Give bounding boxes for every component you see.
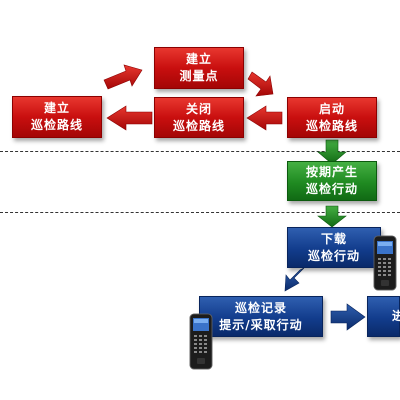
schedule-label: 按期产生 巡检行动 (305, 165, 358, 196)
start-route-box: 启动 巡检路线 (287, 97, 377, 138)
arrow-to-next (330, 303, 366, 331)
close-route-box: 关闭 巡检路线 (154, 97, 244, 138)
arrow-to-record (284, 267, 305, 292)
divider-bottom (0, 212, 400, 213)
divider-top (0, 151, 400, 152)
arrow-to-download (317, 205, 347, 228)
download-box: 下载 巡检行动 (287, 227, 381, 268)
next-box-partial: 进 (367, 296, 400, 337)
next-partial-label: 进 (391, 309, 400, 323)
schedule-box: 按期产生 巡检行动 (287, 161, 377, 201)
build-point-label: 建立 测量点 (179, 52, 219, 83)
record-box: 巡检记录 提示/采取行动 (199, 296, 323, 337)
download-label: 下载 巡检行动 (307, 231, 360, 263)
record-label: 巡检记录 提示/采取行动 (219, 300, 303, 332)
build-point-box: 建立 测量点 (154, 47, 244, 89)
arrow-to-build-point (103, 64, 143, 90)
build-route-box: 建立 巡检路线 (12, 96, 102, 138)
arrow-to-close-route (246, 105, 283, 131)
start-route-label: 启动 巡检路线 (305, 101, 358, 133)
arrow-to-start-route (247, 71, 274, 97)
arrow-to-build-route (106, 105, 153, 131)
close-route-label: 关闭 巡检路线 (172, 101, 225, 133)
build-route-label: 建立 巡检路线 (30, 101, 83, 132)
arrow-to-schedule (317, 139, 347, 165)
